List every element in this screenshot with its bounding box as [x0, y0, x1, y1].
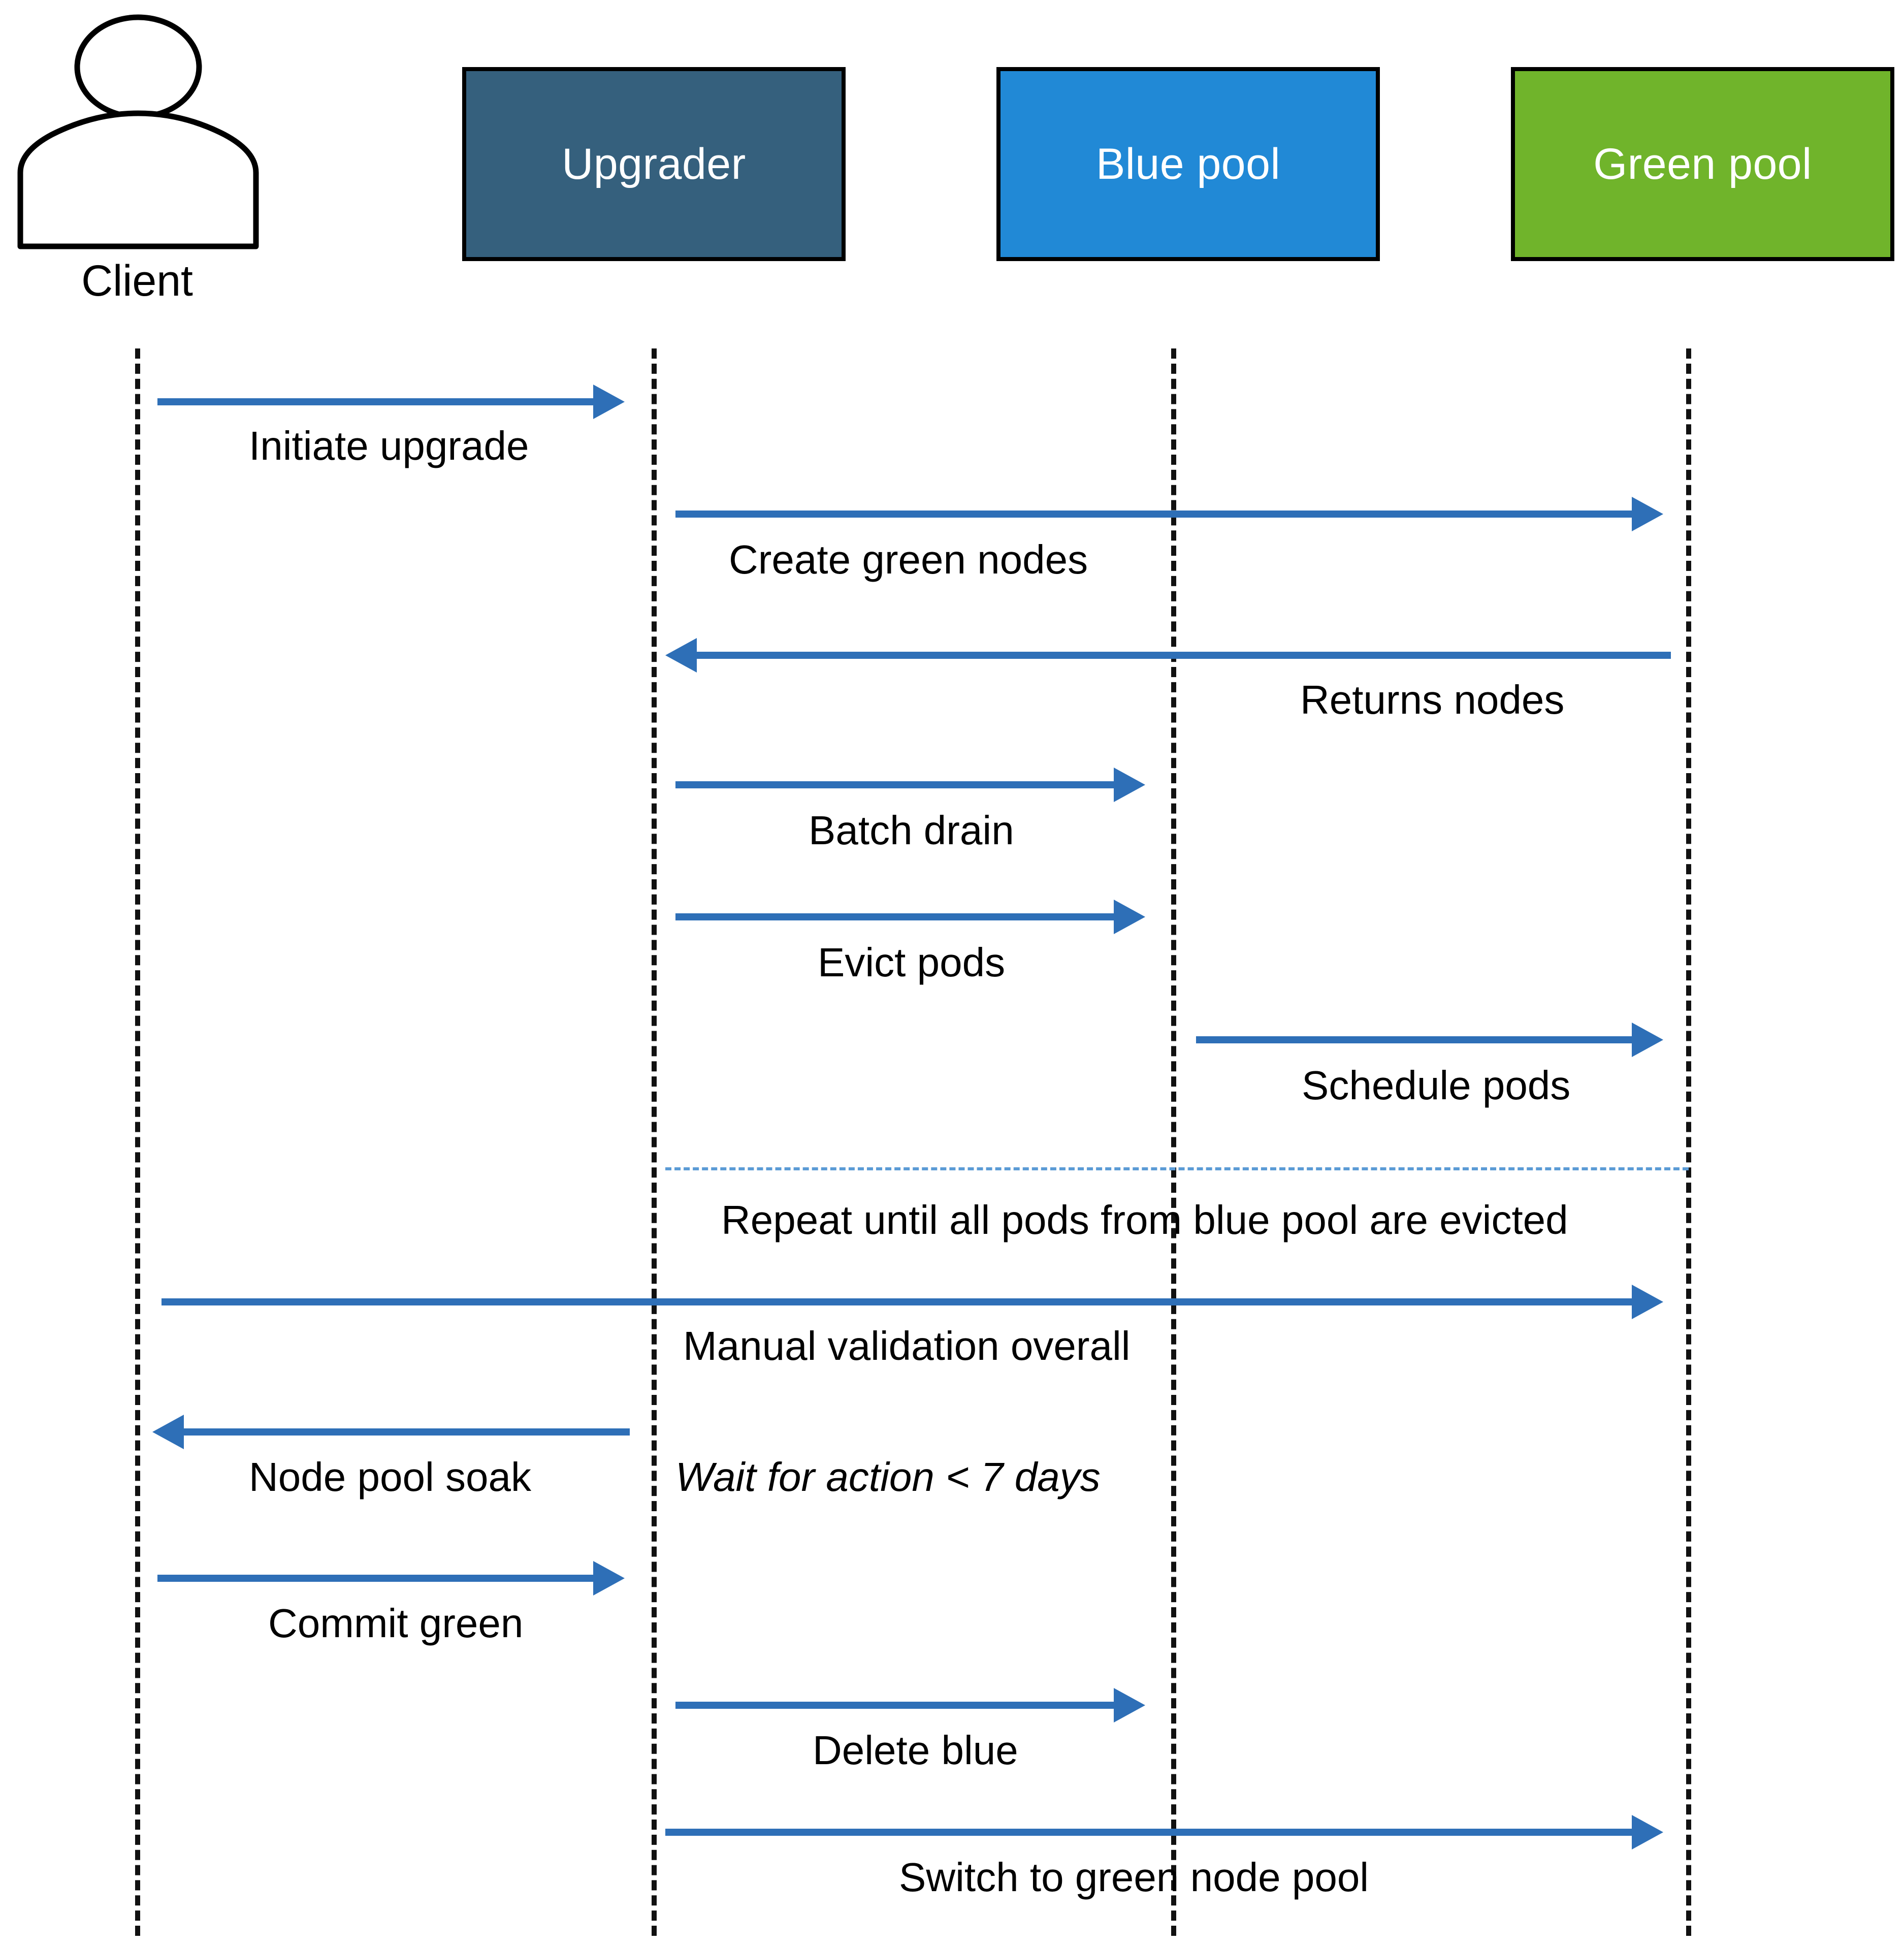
arrow-shaft: [675, 511, 1632, 518]
arrow-shaft: [665, 1829, 1632, 1836]
lifeline-upgrader: [652, 348, 657, 1936]
arrow-head-right: [1632, 1285, 1663, 1319]
arrow-head-right: [1114, 1688, 1145, 1723]
arrow-head-right: [1632, 1023, 1663, 1057]
participant-blue-pool: Blue pool: [996, 67, 1380, 261]
lifeline-blue-pool: [1171, 348, 1176, 1936]
repeat-separator-line: [665, 1167, 1689, 1170]
lifeline-green-pool: [1686, 348, 1691, 1936]
repeat-separator-label: Repeat until all pods from blue pool are…: [721, 1197, 1568, 1242]
arrow-shaft: [1196, 1036, 1632, 1043]
participant-green-pool: Green pool: [1511, 67, 1894, 261]
arrow-shaft: [675, 781, 1114, 788]
message-label-schedule-pods: Schedule pods: [1302, 1063, 1571, 1108]
message-label-initiate-upgrade: Initiate upgrade: [249, 423, 529, 468]
participant-label-blue-pool: Blue pool: [1095, 140, 1281, 188]
participant-label-upgrader: Upgrader: [562, 140, 746, 188]
message-label-commit-green: Commit green: [268, 1601, 524, 1646]
message-label-create-green-nodes: Create green nodes: [729, 537, 1088, 582]
participant-upgrader: Upgrader: [462, 67, 846, 261]
arrow-head-right: [1114, 768, 1145, 802]
arrow-head-right: [593, 385, 625, 419]
message-label-node-pool-soak: Node pool soak: [249, 1454, 531, 1500]
arrow-head-left: [152, 1415, 184, 1449]
arrow-head-right: [1632, 1815, 1663, 1850]
arrow-shaft: [184, 1428, 630, 1436]
note-wait-for-action: Wait for action < 7 days: [675, 1454, 1101, 1500]
arrow-shaft: [675, 1702, 1114, 1709]
lifeline-client: [135, 348, 140, 1936]
message-label-switch-to-green-node-pool: Switch to green node pool: [899, 1855, 1369, 1900]
participant-label-green-pool: Green pool: [1593, 140, 1812, 188]
message-label-returns-nodes: Returns nodes: [1300, 677, 1565, 722]
message-label-evict-pods: Evict pods: [818, 940, 1006, 985]
participant-client: Client: [5, 10, 269, 325]
arrow-shaft: [675, 913, 1114, 920]
message-label-delete-blue: Delete blue: [813, 1728, 1018, 1773]
arrow-head-right: [593, 1561, 625, 1596]
participant-label-client: Client: [81, 257, 193, 305]
message-label-batch-drain: Batch drain: [809, 808, 1014, 853]
arrow-head-right: [1632, 497, 1663, 531]
arrow-shaft: [697, 652, 1671, 659]
arrow-shaft: [157, 398, 593, 405]
arrow-head-left: [665, 638, 697, 673]
message-label-manual-validation-overall: Manual validation overall: [683, 1323, 1131, 1368]
client-actor-icon: [17, 14, 259, 249]
arrow-shaft: [162, 1298, 1632, 1305]
arrow-head-right: [1114, 900, 1145, 934]
arrow-shaft: [157, 1575, 593, 1582]
